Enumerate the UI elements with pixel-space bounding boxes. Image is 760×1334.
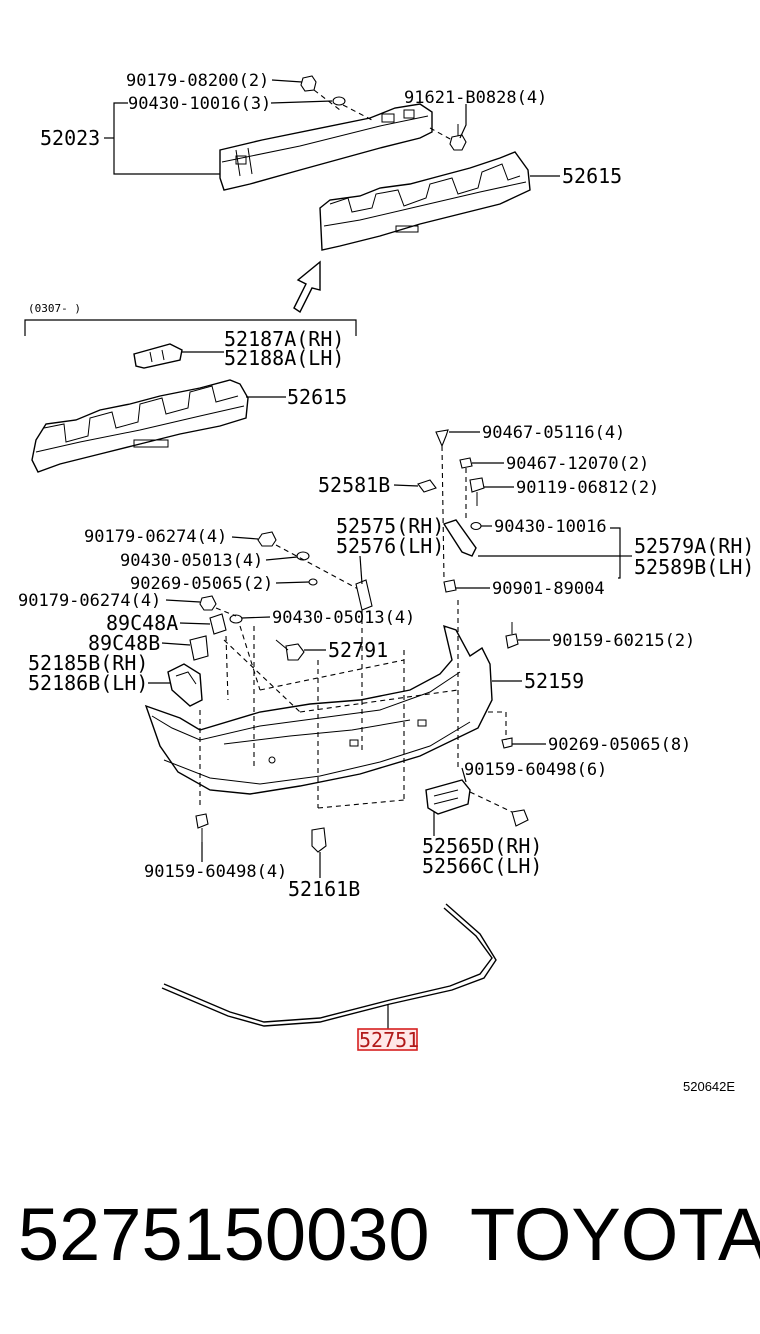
label-90159-60498-6: 90159-60498(6) [464,760,607,780]
label-52185b: 52185B(RH) [28,651,148,675]
label-52791: 52791 [328,638,388,662]
footer-brand: TOYOTA [470,1193,760,1276]
highlight-box [357,1028,418,1051]
label-89c48b: 89C48B [88,631,160,655]
label-91621-b0828: 91621-B0828(4) [404,88,547,108]
energy-absorber-52615-top [319,151,531,251]
diagram-ref: 520642E [683,1079,735,1094]
bracket-52565d [425,779,471,815]
bolt-90119-06812 [469,477,485,506]
screw-90269-05065-left [308,578,318,586]
nut-90179-06274-a [257,531,277,547]
label-90467-12070: 90467-12070(2) [506,454,649,474]
clip-90467-05116 [435,429,449,448]
clip-52161b [311,827,327,853]
screw-90159-60498-right [511,809,529,827]
washer-90430-10016-right [470,521,482,531]
label-90269-05065-2: 90269-05065(2) [130,574,273,594]
screw-90269-05065-right [501,737,513,749]
label-52615-top: 52615 [562,164,622,188]
label-52751[interactable]: 52751 [359,1028,419,1052]
label-90179-08200: 90179-08200(2) [126,71,269,91]
label-90430-05013-a: 90430-05013(4) [120,551,263,571]
range-note: (0307- ) [28,302,81,315]
label-52576: 52576(LH) [336,534,444,558]
screw-90159-60498-left [195,813,209,842]
label-90901-89004: 90901-89004 [492,579,605,599]
label-90430-10016-3: 90430-10016(3) [128,94,271,114]
label-90159-60498-4: 90159-60498(4) [144,862,287,882]
label-52566c: 52566C(LH) [422,854,542,878]
washer-90430-05013-a [296,551,310,561]
nut-90179-08200 [300,75,317,92]
washer-90430-10016-top [332,96,346,106]
assembly-arrow-icon [293,260,321,314]
retainer-52187a [133,343,183,369]
label-52565d: 52565D(RH) [422,834,542,858]
energy-absorber-52615-mid [31,379,249,473]
washer-90430-05013-b [229,614,243,624]
label-52186b: 52186B(LH) [28,671,148,695]
nut-90179-06274-b [199,595,217,611]
clip-89c48a [209,613,227,635]
label-52589b: 52589B(LH) [634,555,754,579]
label-52187a: 52187A(RH) [224,327,344,351]
screw-90159-60215 [505,622,519,649]
bumper-cover-52159 [144,624,493,795]
label-52161b: 52161B [288,877,360,901]
bracket-52185b [167,663,203,707]
bolt-91621-b0828 [449,124,467,151]
label-89c48a: 89C48A [106,611,178,635]
screw-52791 [275,639,305,661]
moulding-52751 [161,903,497,1027]
label-90430-10016: 90430-10016 [494,517,607,537]
label-52575: 52575(RH) [336,514,444,538]
label-52615-mid: 52615 [287,385,347,409]
label-90269-05065-8: 90269-05065(8) [548,735,691,755]
clip-90467-12070 [459,457,473,469]
label-90430-05013-b: 90430-05013(4) [272,608,415,628]
label-52579a: 52579A(RH) [634,534,754,558]
bumper-reinforcement-52023 [219,103,433,191]
label-52581b: 52581B [318,473,390,497]
label-52023: 52023 [40,126,100,150]
footer-part-number: 5275150030 [18,1193,430,1276]
clip-89c48b [189,635,209,661]
label-52188a: 52188A(LH) [224,346,344,370]
pad-52581b [417,479,437,493]
label-90179-06274-a: 90179-06274(4) [84,527,227,547]
label-90159-60215: 90159-60215(2) [552,631,695,651]
clip-90901-89004 [443,579,457,593]
clip-52575-stud [355,579,373,611]
label-90119-06812: 90119-06812(2) [516,478,659,498]
label-52159: 52159 [524,669,584,693]
label-90179-06274-b: 90179-06274(4) [18,591,161,611]
retainer-52575 [442,519,477,557]
label-90467-05116: 90467-05116(4) [482,423,625,443]
